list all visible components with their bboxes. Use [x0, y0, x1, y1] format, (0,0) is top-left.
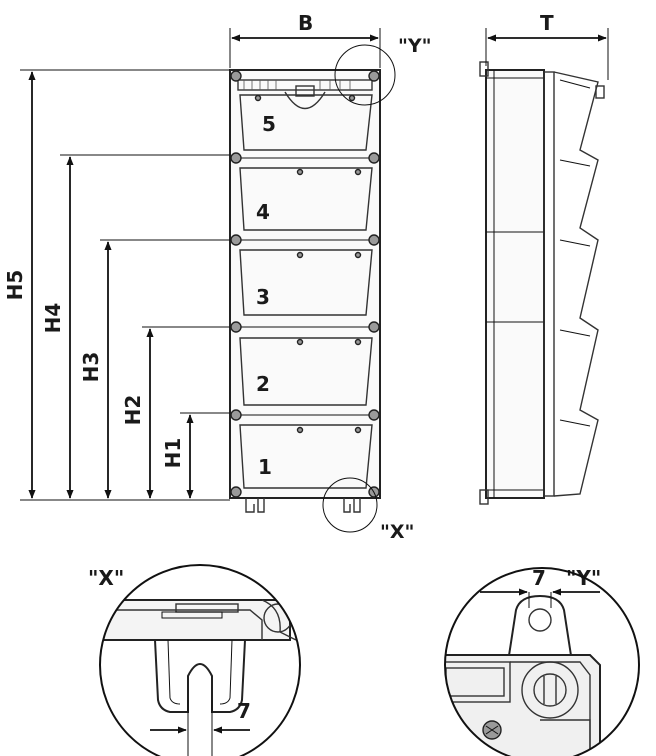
module-number: 4 [256, 200, 270, 224]
detail-y-dimension: 7 [532, 566, 546, 590]
detail-x-dimension: 7 [237, 699, 251, 723]
enclosure-front [229, 69, 381, 499]
module-number: 2 [256, 372, 270, 396]
top-terminal-strip [237, 79, 373, 91]
mounting-lug-detail [506, 594, 574, 663]
h3-label: H3 [79, 352, 103, 383]
h2-label: H2 [121, 395, 145, 426]
mounting-foot-right [343, 498, 361, 513]
detail-x-callout-label: "X" [380, 521, 414, 543]
detail-x-title: "X" [88, 566, 124, 590]
mounting-hole [528, 608, 552, 632]
top-knob [284, 91, 326, 109]
h4-label: H4 [41, 303, 65, 334]
module-cavities [230, 94, 380, 489]
side-view [479, 61, 605, 505]
detail-x-callout-circle [322, 477, 378, 533]
enclosure-side [485, 69, 545, 499]
module-number: 5 [262, 112, 276, 136]
depth-label: T [540, 11, 554, 35]
side-cover-profile [553, 71, 599, 497]
front-view: 5 4 3 2 1 "Y" "X" [229, 35, 432, 543]
detail-x: "X" 7 [88, 564, 301, 756]
height-dimensions: H5 H4 H3 H2 H1 [3, 69, 230, 501]
detail-y-callout-circle [334, 44, 396, 106]
mounting-foot-left [245, 498, 265, 513]
front-screws [230, 70, 380, 498]
width-dimension: B [229, 11, 381, 68]
h1-label: H1 [161, 438, 185, 469]
detail-y: "Y" 7 [444, 566, 640, 756]
module-number: 1 [258, 455, 272, 479]
depth-dimension: T [485, 11, 609, 80]
h5-label: H5 [3, 270, 27, 301]
detail-y-callout-label: "Y" [398, 35, 432, 57]
module-number: 3 [256, 285, 270, 309]
width-label: B [298, 11, 313, 35]
mounting-foot-detail [153, 639, 247, 713]
